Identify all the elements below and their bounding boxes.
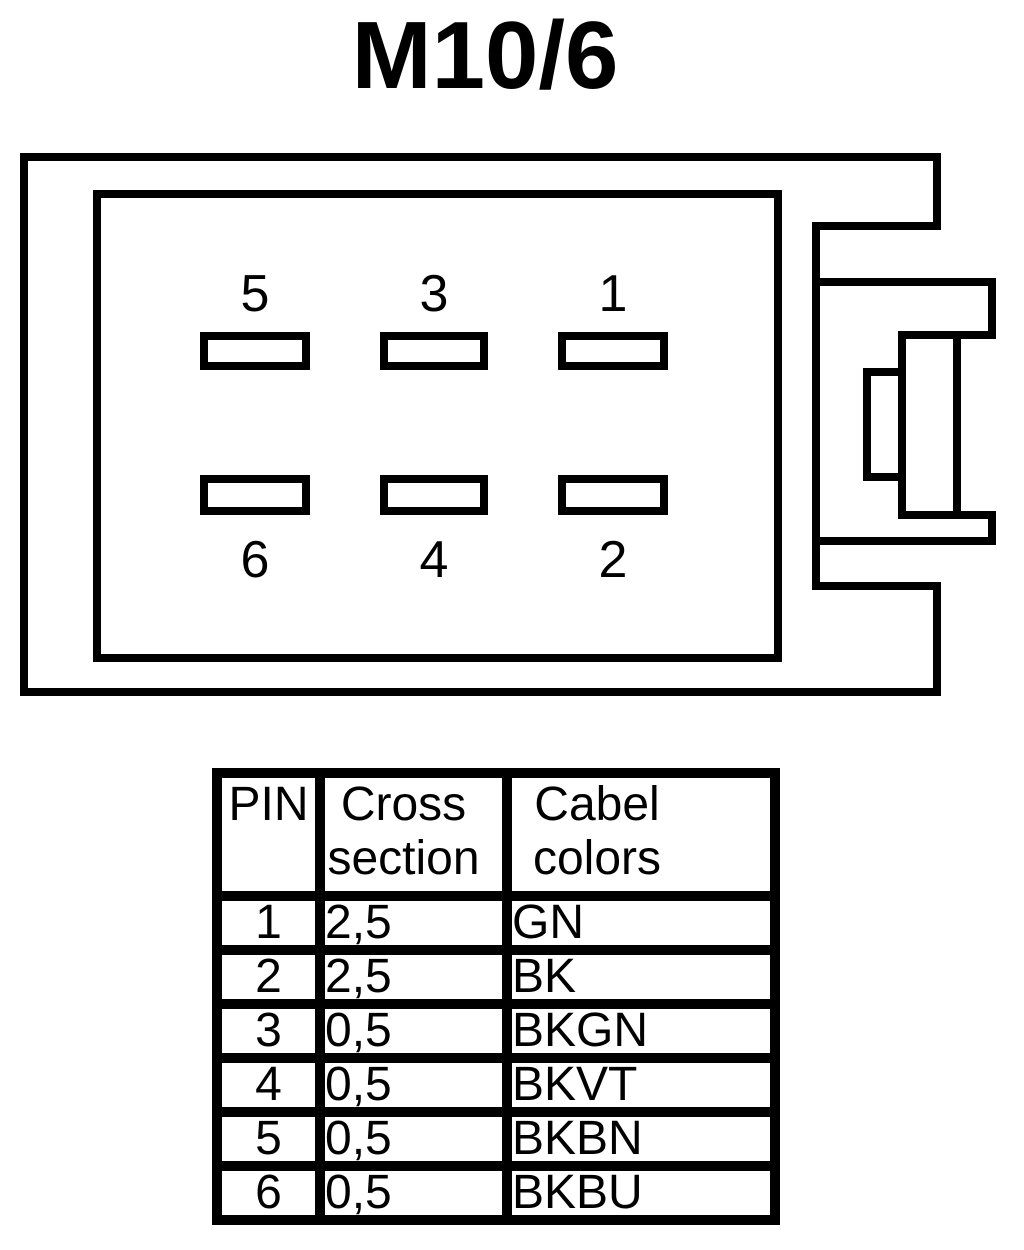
pin-slot-5: [200, 332, 310, 370]
pin-label-5: 5: [241, 265, 270, 323]
connector-diagram: 5 3 1 6 4 2: [20, 153, 996, 696]
table-row: 6 0,5 BKBU: [212, 1161, 780, 1225]
pin-slot-6: [200, 475, 310, 515]
pin-cell: 5: [212, 1107, 325, 1171]
cross-section-cell: 0,5: [315, 1107, 512, 1171]
pin-cell: 2: [212, 945, 325, 1009]
housing-outline: [20, 153, 941, 696]
pin-slot-4: [380, 475, 488, 515]
header-pin: PIN: [212, 768, 325, 901]
cross-section-cell: 2,5: [315, 945, 512, 1009]
latch-bar: [898, 331, 961, 519]
pin-cell: 3: [212, 999, 325, 1063]
header-cross-section: Cross section: [315, 768, 512, 901]
cable-color-cell: BKBU: [502, 1161, 780, 1225]
cross-section-cell: 0,5: [315, 1161, 512, 1225]
cable-color-cell: BK: [502, 945, 780, 1009]
cross-section-cell: 0,5: [315, 999, 512, 1063]
pin-label-1: 1: [599, 265, 628, 323]
header-cable-colors: Cabel colors: [502, 768, 780, 901]
pin-cell: 1: [212, 891, 325, 955]
pin-cell: 6: [212, 1161, 325, 1225]
cable-color-cell: BKGN: [502, 999, 780, 1063]
pin-slot-1: [558, 332, 668, 370]
pin-label-3: 3: [420, 265, 449, 323]
pin-cavity: [93, 190, 782, 662]
latch-top-arm: [816, 278, 996, 339]
pin-label-6: 6: [241, 531, 270, 589]
pin-label-4: 4: [420, 531, 449, 589]
pinout-table: PIN Cross section Cabel colors 1 2,5 GN …: [212, 768, 780, 1225]
page-title: M10/6: [351, 2, 619, 109]
table-row: 5 0,5 BKBN: [212, 1107, 780, 1171]
pin-slot-3: [380, 332, 488, 370]
latch-inner-tab: [863, 368, 906, 481]
cable-color-cell: BKVT: [502, 1053, 780, 1117]
table-row: 1 2,5 GN: [212, 891, 780, 955]
table-row: 2 2,5 BK: [212, 945, 780, 1009]
pin-cell: 4: [212, 1053, 325, 1117]
pin-label-2: 2: [599, 531, 628, 589]
cable-color-cell: BKBN: [502, 1107, 780, 1171]
cable-color-cell: GN: [502, 891, 780, 955]
table-header-row: PIN Cross section Cabel colors: [212, 768, 780, 901]
pin-slot-2: [558, 475, 668, 515]
cross-section-cell: 0,5: [315, 1053, 512, 1117]
table-row: 4 0,5 BKVT: [212, 1053, 780, 1117]
cross-section-cell: 2,5: [315, 891, 512, 955]
table-row: 3 0,5 BKGN: [212, 999, 780, 1063]
